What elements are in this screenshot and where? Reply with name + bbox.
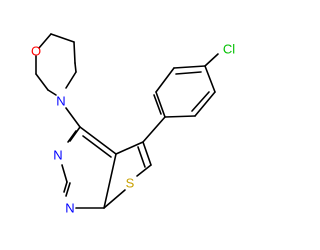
- bond-ph6-ph1: [164, 115, 196, 118]
- atom-pyrimidine-n3: N: [53, 148, 62, 163]
- bond-ph2-ph3: [155, 67, 175, 93]
- bond-c4-n3-inner: [67, 130, 77, 143]
- bond-ph1-ph2: [155, 91, 166, 118]
- bond-c5-c6: [142, 141, 152, 166]
- bond-c4-n3: [69, 126, 81, 142]
- atom-label-n-morpholine: N: [56, 94, 65, 109]
- bond-c4-c2: [74, 62, 77, 73]
- atom-label-n1: N: [65, 201, 74, 216]
- bond-c5-c6-inner: [137, 146, 146, 168]
- bond-s-c7a: [103, 189, 126, 209]
- bond-c3-c5: [35, 73, 49, 91]
- bond-ph3-ph4: [173, 65, 206, 69]
- atom-label-o: O: [31, 44, 41, 59]
- atom-pyrimidine-n1: N: [65, 201, 74, 216]
- molecule-diagram: O N N N S Cl: [31, 33, 235, 216]
- atom-morpholine-o: O: [31, 44, 41, 59]
- atom-thiophene-s: S: [126, 176, 135, 191]
- bond-c5-ph1: [142, 116, 166, 143]
- bond-c4a-c5: [115, 141, 144, 155]
- bond-ph4-ph5: [204, 65, 216, 93]
- atom-label-n3: N: [53, 148, 62, 163]
- bond-n-c4pyr: [65, 107, 81, 128]
- bond-n-c3: [47, 89, 57, 96]
- atom-label-s: S: [126, 176, 135, 191]
- atom-labels: O N N N S Cl: [31, 42, 235, 216]
- bond-lines: [35, 33, 219, 209]
- atom-chloro: Cl: [223, 42, 235, 57]
- bond-c4a-c4: [79, 126, 117, 155]
- bond-n3-c2: [61, 164, 68, 183]
- bond-ph5-ph6-inner: [191, 91, 210, 112]
- bond-ph5-ph6: [194, 91, 216, 117]
- bond-o-c1: [38, 33, 52, 49]
- bond-c4a-c4-inner: [82, 135, 112, 158]
- bond-c2-n: [73, 41, 76, 64]
- bond-c2-n1-inner: [65, 182, 71, 197]
- bond-c6-s: [136, 164, 152, 177]
- atom-label-cl: Cl: [223, 42, 235, 57]
- bond-c-cl: [204, 53, 219, 67]
- bond-c1-c2: [50, 33, 75, 43]
- bond-ph1-ph2-inner: [153, 94, 162, 115]
- atom-morpholine-n: N: [56, 94, 65, 109]
- bond-ph3-ph4-inner: [175, 71, 202, 75]
- bond-c2-n1: [63, 181, 68, 193]
- bond-c7a-c4a: [103, 153, 117, 209]
- bond-n-c4: [65, 71, 77, 89]
